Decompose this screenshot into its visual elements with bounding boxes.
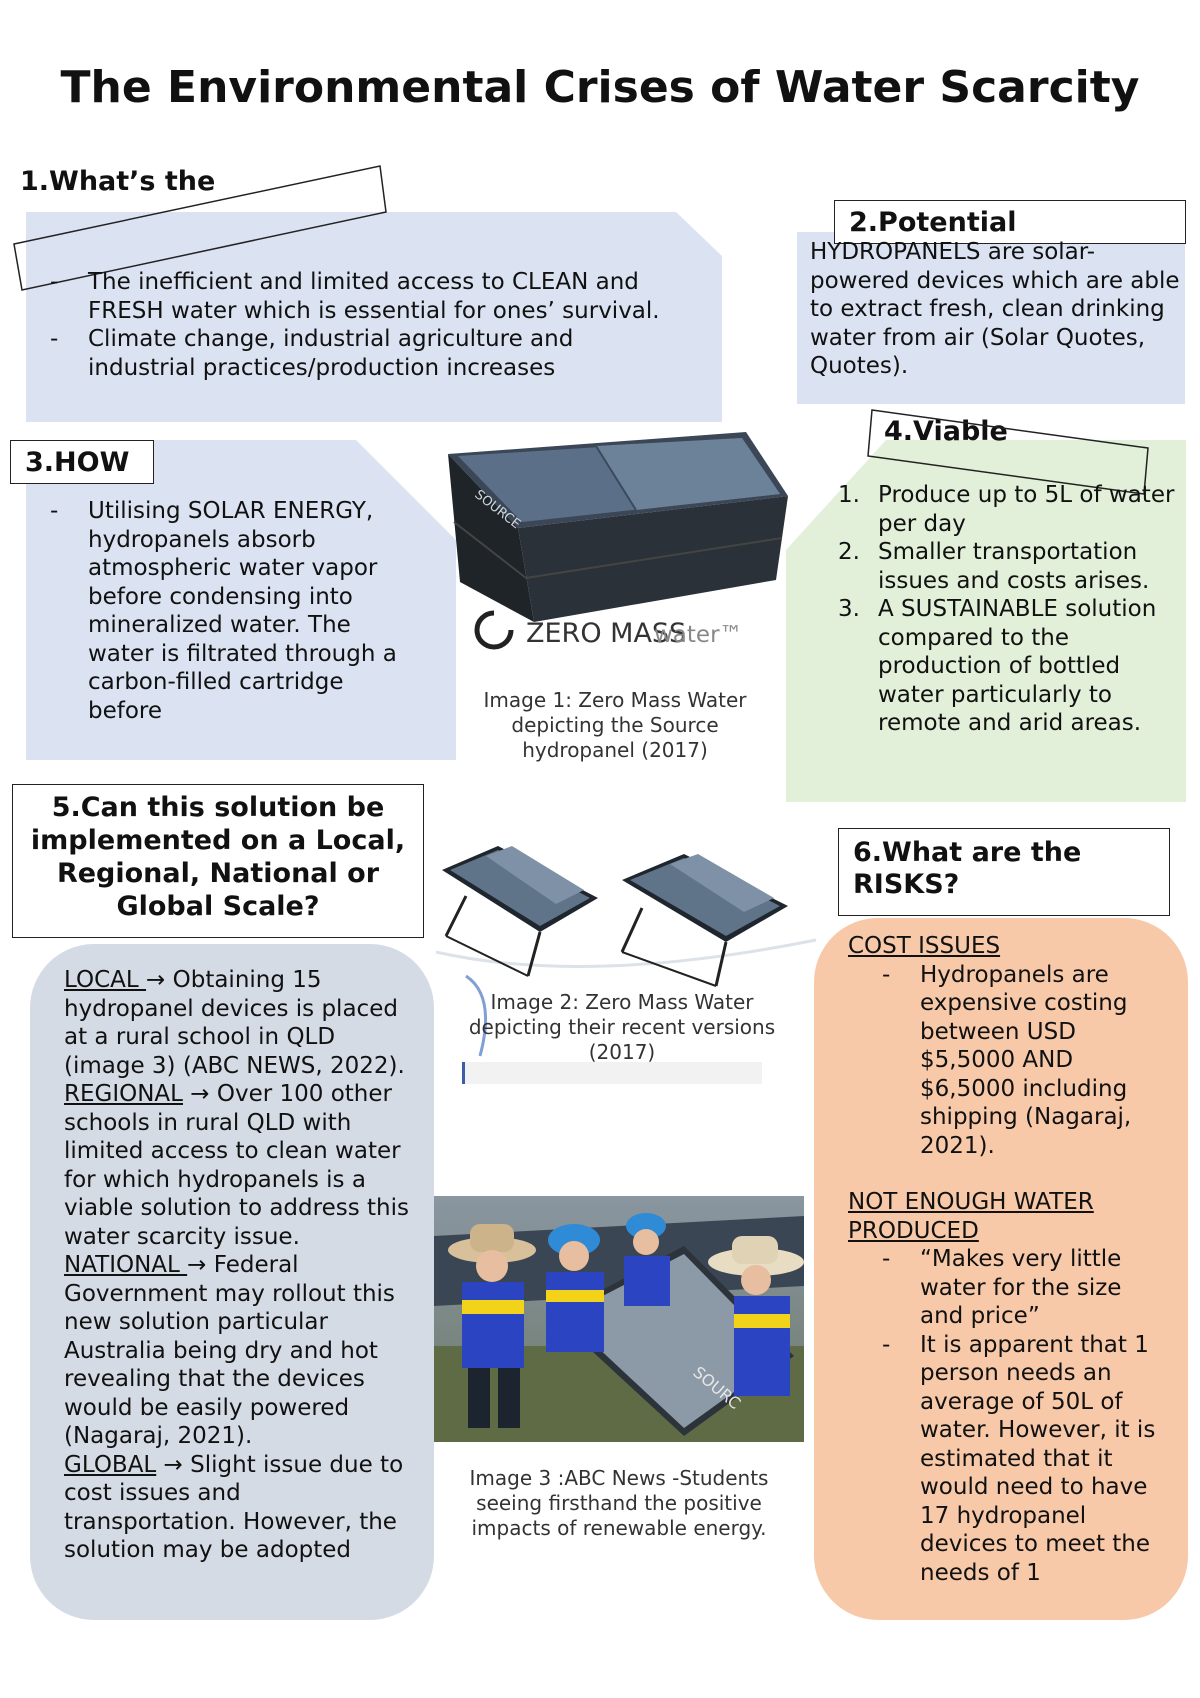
zero-mass-logo: ZERO MASS (526, 618, 686, 649)
list-item: Climate change, industrial agriculture a… (26, 325, 676, 382)
image-1-hydropanel: SOURCE ZERO MASS water™ (448, 432, 788, 650)
image-3-caption: Image 3 :ABC News -Students seeing first… (469, 1466, 769, 1540)
list-item: Produce up to 5L of water per day (838, 481, 1175, 537)
section-1-heading-box (13, 165, 387, 291)
section-3-body: Utilising SOLAR ENERGY, hydropanels abso… (50, 497, 416, 749)
list-item: Utilising SOLAR ENERGY, hydropanels abso… (26, 497, 416, 725)
list-item: Smaller transportation issues and costs … (838, 538, 1150, 594)
page-title: The Environmental Crises of Water Scarci… (60, 62, 1140, 113)
national-label: NATIONAL (64, 1252, 188, 1278)
section-3-heading: 3.HOW (10, 440, 154, 484)
section-2-heading: 2.Potential (834, 200, 1186, 244)
list-item: The inefficient and limited access to CL… (26, 268, 676, 325)
section-5-body: LOCAL → Obtaining 15 hydropanel devices … (64, 967, 409, 1563)
section-4-heading: 4.Viable (884, 416, 1008, 447)
image-2-caption: Image 2: Zero Mass Water depicting their… (468, 990, 776, 1064)
section-6-heading: 6.What are the RISKS? (838, 828, 1170, 916)
local-label: LOCAL (64, 967, 147, 993)
section-4-body: Produce up to 5L of water per day Smalle… (824, 481, 1184, 738)
image-1-caption: Image 1: Zero Mass Water depicting the S… (483, 688, 747, 762)
section-1-heading: 1.What’s the (20, 166, 216, 197)
global-label: GLOBAL (64, 1451, 157, 1478)
section-1-body: The inefficient and limited access to CL… (50, 268, 676, 382)
list-item: “Makes very little water for the size an… (858, 1245, 1168, 1331)
cost-issues-heading: COST ISSUES (848, 933, 1001, 959)
list-item: It is apparent that 1 person needs an av… (858, 1331, 1168, 1588)
section-6-body: COST ISSUES Hydropanels are expensive co… (848, 932, 1168, 1598)
list-item: A SUSTAINABLE solution compared to the p… (838, 595, 1157, 736)
regional-label: REGIONAL (64, 1081, 183, 1107)
section-2-panel (797, 232, 1185, 404)
section-5-panel (30, 944, 434, 1620)
section-2-body: HYDROPANELS are solar-powered devices wh… (810, 239, 1180, 379)
not-enough-water-heading: NOT ENOUGH WATER PRODUCED (848, 1189, 1094, 1244)
svg-text:water™: water™ (654, 622, 743, 648)
list-item: Hydropanels are expensive costing betwee… (858, 961, 1168, 1161)
section-5-heading: 5.Can this solution be implemented on a … (12, 784, 424, 938)
image-3-students-photo: SOURC (434, 1196, 804, 1442)
image-2-hydropanels (435, 846, 817, 1084)
